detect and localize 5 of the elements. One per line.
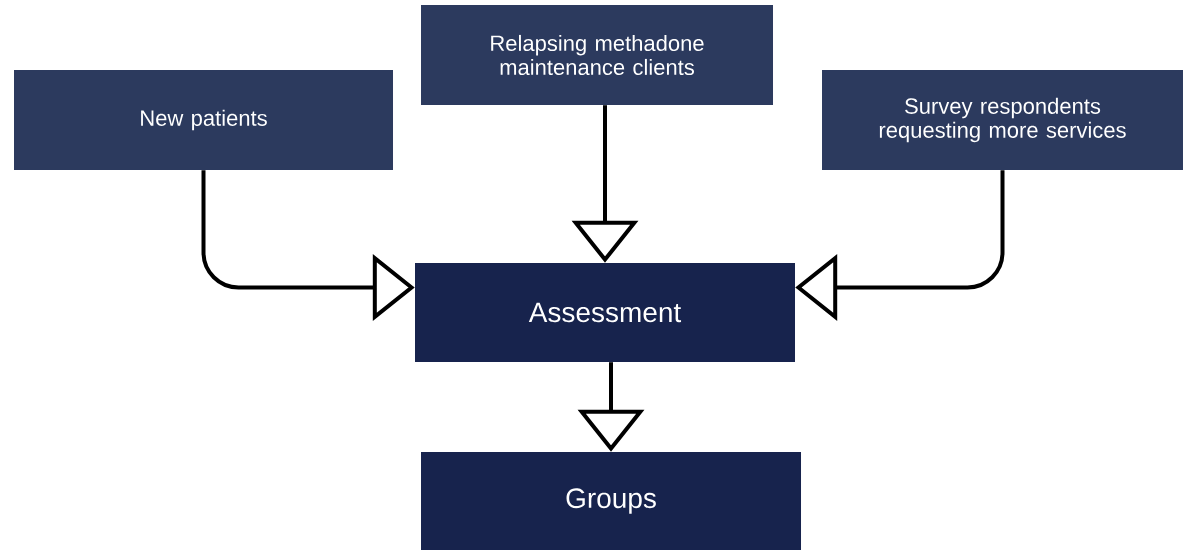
process-box: New patients <box>14 70 393 170</box>
stage-box: Assessment <box>415 263 795 362</box>
stage-box: Groups <box>421 452 801 550</box>
process-box: Relapsing methadone maintenance clients <box>421 5 773 105</box>
process-box: Survey respondents requesting more services <box>822 70 1183 170</box>
